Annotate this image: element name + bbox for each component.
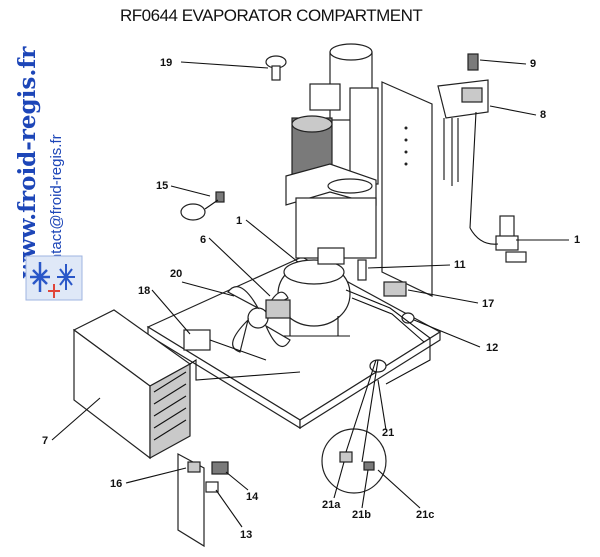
- motor-assembly: [285, 43, 379, 259]
- callout-21a: 21a: [322, 499, 341, 511]
- thermostat-probe: [180, 191, 225, 221]
- condenser-coil: [72, 309, 301, 460]
- valve-assembly: [469, 215, 527, 263]
- callout-12: 12: [486, 342, 498, 354]
- small-components: [345, 259, 431, 385]
- snowflake-logo: [25, 255, 83, 301]
- fittings-inset: [321, 359, 387, 494]
- diagram-title: RF0644 EVAPORATOR COMPARTMENT: [120, 6, 423, 25]
- callout-13: 13: [240, 529, 252, 541]
- callout-1-valve: 1: [574, 234, 580, 246]
- callout-9: 9: [530, 58, 536, 70]
- callout-14: 14: [246, 491, 259, 503]
- fan-assembly: [227, 286, 291, 353]
- callout-8: 8: [540, 109, 546, 121]
- callout-6: 6: [200, 234, 206, 246]
- callout-17: 17: [482, 298, 494, 310]
- evaporator-element: [437, 53, 489, 229]
- callout-1-compressor: 1: [236, 215, 242, 227]
- callout-20: 20: [170, 268, 182, 280]
- callout-18: 18: [138, 285, 150, 297]
- bracket-assembly: [177, 452, 229, 548]
- callout-16: 16: [110, 478, 122, 490]
- callout-21b: 21b: [352, 509, 371, 521]
- thermometer: [265, 55, 287, 81]
- callout-labels: 19 9 8 15 1 1 6 11 20 18 17 12 7 21 16 1…: [42, 57, 580, 541]
- callout-19: 19: [160, 57, 172, 69]
- callout-21: 21: [382, 427, 394, 439]
- filter-drier: [183, 329, 267, 361]
- callout-21c: 21c: [416, 509, 434, 521]
- compressor: [277, 247, 351, 337]
- callout-11: 11: [454, 259, 466, 271]
- callout-7: 7: [42, 435, 48, 447]
- callout-15: 15: [156, 180, 168, 192]
- back-panel: [381, 81, 433, 297]
- leader-lines: [51, 59, 569, 528]
